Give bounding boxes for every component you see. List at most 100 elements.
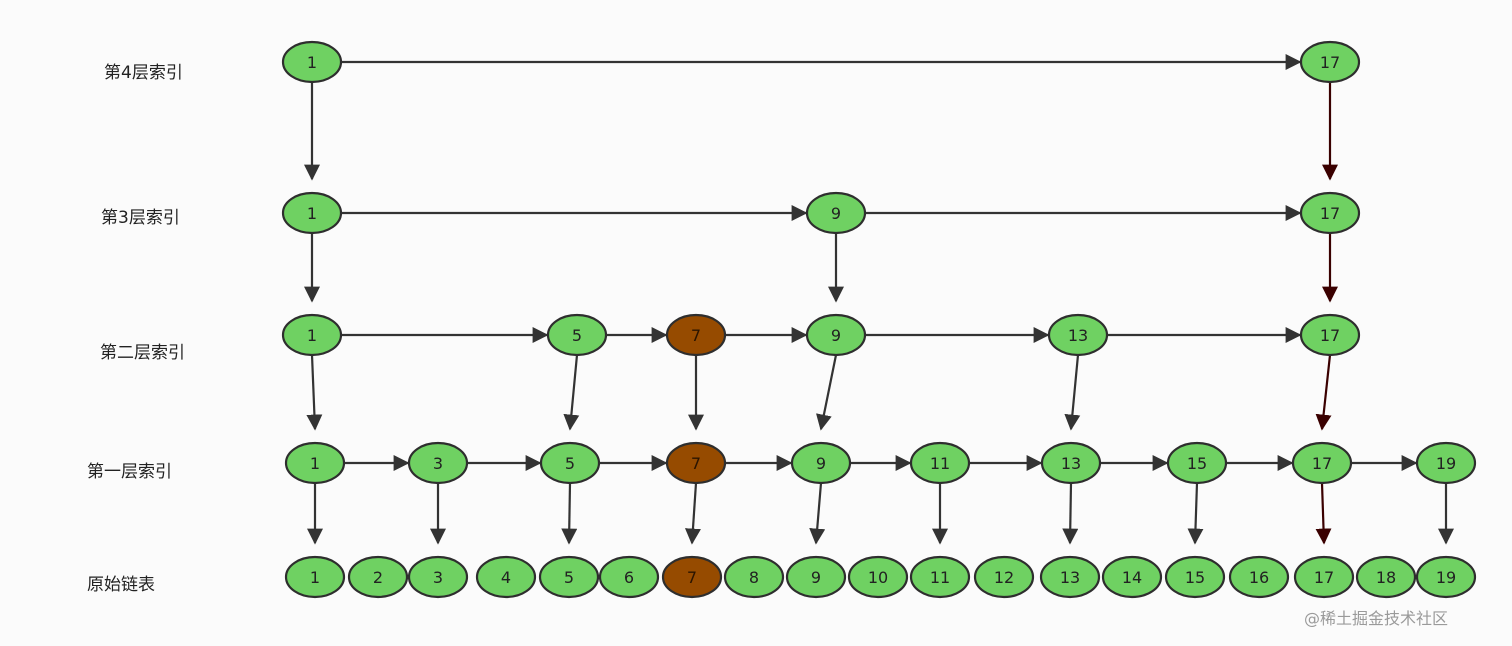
node-value: 17 <box>1320 53 1340 72</box>
node-highlight <box>665 313 727 357</box>
node-value: 7 <box>691 454 701 473</box>
node-value: 15 <box>1187 454 1207 473</box>
node-highlight <box>661 555 723 599</box>
node-value: 17 <box>1320 326 1340 345</box>
node <box>790 441 852 485</box>
node-value: 19 <box>1436 454 1456 473</box>
node-value: 17 <box>1314 568 1334 587</box>
node <box>1299 313 1361 357</box>
node <box>598 555 660 599</box>
node-value: 11 <box>930 454 950 473</box>
node-value: 8 <box>749 568 759 587</box>
node <box>805 191 867 235</box>
node <box>1415 441 1477 485</box>
node-value: 1 <box>307 204 317 223</box>
node <box>281 313 343 357</box>
down-arrow <box>306 354 323 431</box>
node-value: 16 <box>1249 568 1269 587</box>
down-arrow <box>809 482 826 545</box>
node <box>407 441 469 485</box>
node-value: 7 <box>687 568 697 587</box>
down-arrow <box>684 482 701 545</box>
node-value: 19 <box>1436 568 1456 587</box>
node-value: 7 <box>691 326 701 345</box>
node <box>1047 313 1109 357</box>
node-value: 9 <box>816 454 826 473</box>
node-value: 10 <box>868 568 888 587</box>
down-arrow <box>1315 482 1332 545</box>
node <box>407 555 469 599</box>
level-2-label: 第二层索引 <box>100 343 185 363</box>
node-value: 9 <box>831 326 841 345</box>
node <box>909 555 971 599</box>
node <box>847 555 909 599</box>
node <box>785 555 847 599</box>
node-value: 9 <box>811 568 821 587</box>
node-value: 18 <box>1376 568 1396 587</box>
node-value: 1 <box>307 53 317 72</box>
node-value: 9 <box>831 204 841 223</box>
node-value: 6 <box>624 568 634 587</box>
node <box>1164 555 1226 599</box>
node-value: 14 <box>1122 568 1142 587</box>
node <box>723 555 785 599</box>
node <box>475 555 537 599</box>
node <box>284 555 346 599</box>
node <box>538 555 600 599</box>
node <box>1293 555 1355 599</box>
node <box>1101 555 1163 599</box>
node-highlight <box>665 441 727 485</box>
node-value: 4 <box>501 568 511 587</box>
node <box>1355 555 1417 599</box>
node <box>539 441 601 485</box>
down-arrow <box>563 354 580 431</box>
node-value: 13 <box>1061 454 1081 473</box>
down-arrow <box>1062 482 1079 545</box>
node <box>1039 555 1101 599</box>
node-value: 11 <box>930 568 950 587</box>
node-value: 1 <box>310 454 320 473</box>
node-value: 13 <box>1060 568 1080 587</box>
down-arrow <box>561 482 578 545</box>
node <box>1415 555 1477 599</box>
down-arrow <box>816 354 838 431</box>
node <box>347 555 409 599</box>
down-arrow <box>1187 482 1204 545</box>
base-list-label: 原始链表 <box>87 575 155 595</box>
level-3-label: 第3层索引 <box>101 208 180 228</box>
node <box>909 441 971 485</box>
node <box>1291 441 1353 485</box>
level-1-label: 第一层索引 <box>87 462 172 482</box>
node-value: 17 <box>1312 454 1332 473</box>
node-value: 13 <box>1068 326 1088 345</box>
node <box>281 40 343 84</box>
node-value: 5 <box>565 454 575 473</box>
down-arrow <box>1064 354 1081 431</box>
node-value: 5 <box>572 326 582 345</box>
node <box>1040 441 1102 485</box>
node <box>284 441 346 485</box>
edges-layer <box>304 54 1454 545</box>
node <box>973 555 1035 599</box>
node-value: 1 <box>310 568 320 587</box>
down-arrow <box>1315 354 1332 431</box>
node <box>805 313 867 357</box>
node-value: 12 <box>994 568 1014 587</box>
node-value: 15 <box>1185 568 1205 587</box>
node <box>1228 555 1290 599</box>
node <box>1299 191 1361 235</box>
node-value: 2 <box>373 568 383 587</box>
node-value: 17 <box>1320 204 1340 223</box>
node <box>546 313 608 357</box>
node-value: 3 <box>433 568 443 587</box>
node-value: 5 <box>564 568 574 587</box>
node <box>1166 441 1228 485</box>
watermark: @稀土掘金技术社区 <box>1304 609 1449 628</box>
node <box>1299 40 1361 84</box>
node-value: 3 <box>433 454 443 473</box>
node <box>281 191 343 235</box>
node-value: 1 <box>307 326 317 345</box>
